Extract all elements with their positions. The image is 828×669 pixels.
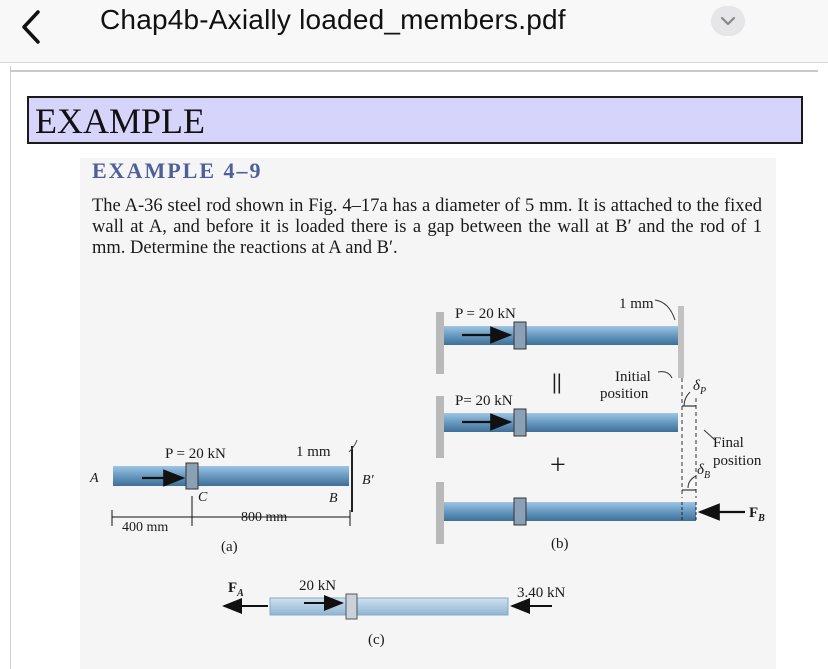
label-load-b-middle: P= 20 kN xyxy=(455,393,513,409)
document-title: Chap4b-Axially loaded_members.pdf xyxy=(100,4,566,35)
figure-c: FA 20 kN 3.40 kN (c) xyxy=(222,578,566,648)
label-gap-a: 1 mm xyxy=(296,444,331,460)
figure-b: P = 20 kN 1 mm || Initial position P= 20… xyxy=(436,296,765,552)
example-banner-label: EXAMPLE xyxy=(35,101,205,141)
label-delta-b: δB xyxy=(697,462,710,481)
plus-sign: + xyxy=(550,450,566,481)
chevron-down-icon xyxy=(720,16,736,26)
page-rule xyxy=(10,70,818,72)
label-dim-800: 800 mm xyxy=(241,510,287,525)
label-delta-p: δP xyxy=(693,378,706,397)
label-point-b: B xyxy=(329,491,338,506)
collar-c-a xyxy=(185,462,199,490)
rod-b-bottom xyxy=(444,502,696,521)
back-button[interactable] xyxy=(14,8,48,48)
title-menu-button[interactable] xyxy=(711,6,745,36)
wall-b-prime-top xyxy=(678,306,684,378)
caption-a: (a) xyxy=(221,539,238,555)
chevron-left-icon xyxy=(22,10,40,44)
equals-sign: || xyxy=(552,369,562,394)
figure-a: P = 20 kN 1 mm A C B B′ 400 mm 800 mm (a… xyxy=(89,439,375,555)
label-force-fa: FA xyxy=(228,580,244,599)
label-force-fb: FB xyxy=(749,505,765,524)
label-point-c: C xyxy=(198,490,208,505)
caption-c: (c) xyxy=(368,632,385,648)
label-final-line1: Final xyxy=(713,435,744,451)
wall-b-top xyxy=(436,312,444,374)
rod-a xyxy=(113,466,349,486)
label-load-a: P = 20 kN xyxy=(165,446,226,462)
example-title: EXAMPLE 4–9 xyxy=(92,158,263,183)
wall-b-bottom xyxy=(436,482,444,544)
example-problem-text: The A-36 steel rod shown in Fig. 4–17a h… xyxy=(92,196,762,258)
label-reaction-c: 3.40 kN xyxy=(517,585,566,601)
caption-b: (b) xyxy=(551,536,569,552)
example-banner: EXAMPLE xyxy=(27,96,803,144)
label-gap-b: 1 mm xyxy=(619,296,654,312)
label-initial-line1: Initial xyxy=(615,369,651,385)
label-dim-400: 400 mm xyxy=(122,520,168,535)
label-point-a: A xyxy=(89,471,99,486)
rod-c xyxy=(269,597,509,616)
label-point-b-prime: B′ xyxy=(362,473,375,488)
top-navigation-bar: Chap4b-Axially loaded_members.pdf xyxy=(0,0,828,62)
label-final-line2: position xyxy=(713,453,762,469)
label-load-b-top: P = 20 kN xyxy=(455,306,516,322)
label-load-c: 20 kN xyxy=(299,578,336,594)
header-divider xyxy=(0,62,828,63)
wall-b-middle xyxy=(436,396,444,458)
label-initial-line2: position xyxy=(600,386,649,402)
